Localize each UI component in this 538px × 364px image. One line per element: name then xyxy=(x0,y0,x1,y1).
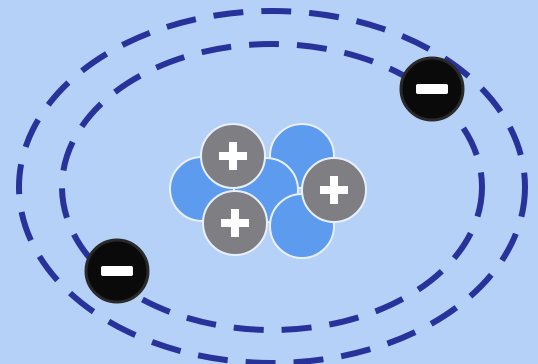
proton xyxy=(203,191,267,255)
electron xyxy=(401,58,463,120)
electron xyxy=(86,240,148,302)
nucleus xyxy=(170,124,366,258)
proton xyxy=(302,158,366,222)
proton xyxy=(201,124,265,188)
